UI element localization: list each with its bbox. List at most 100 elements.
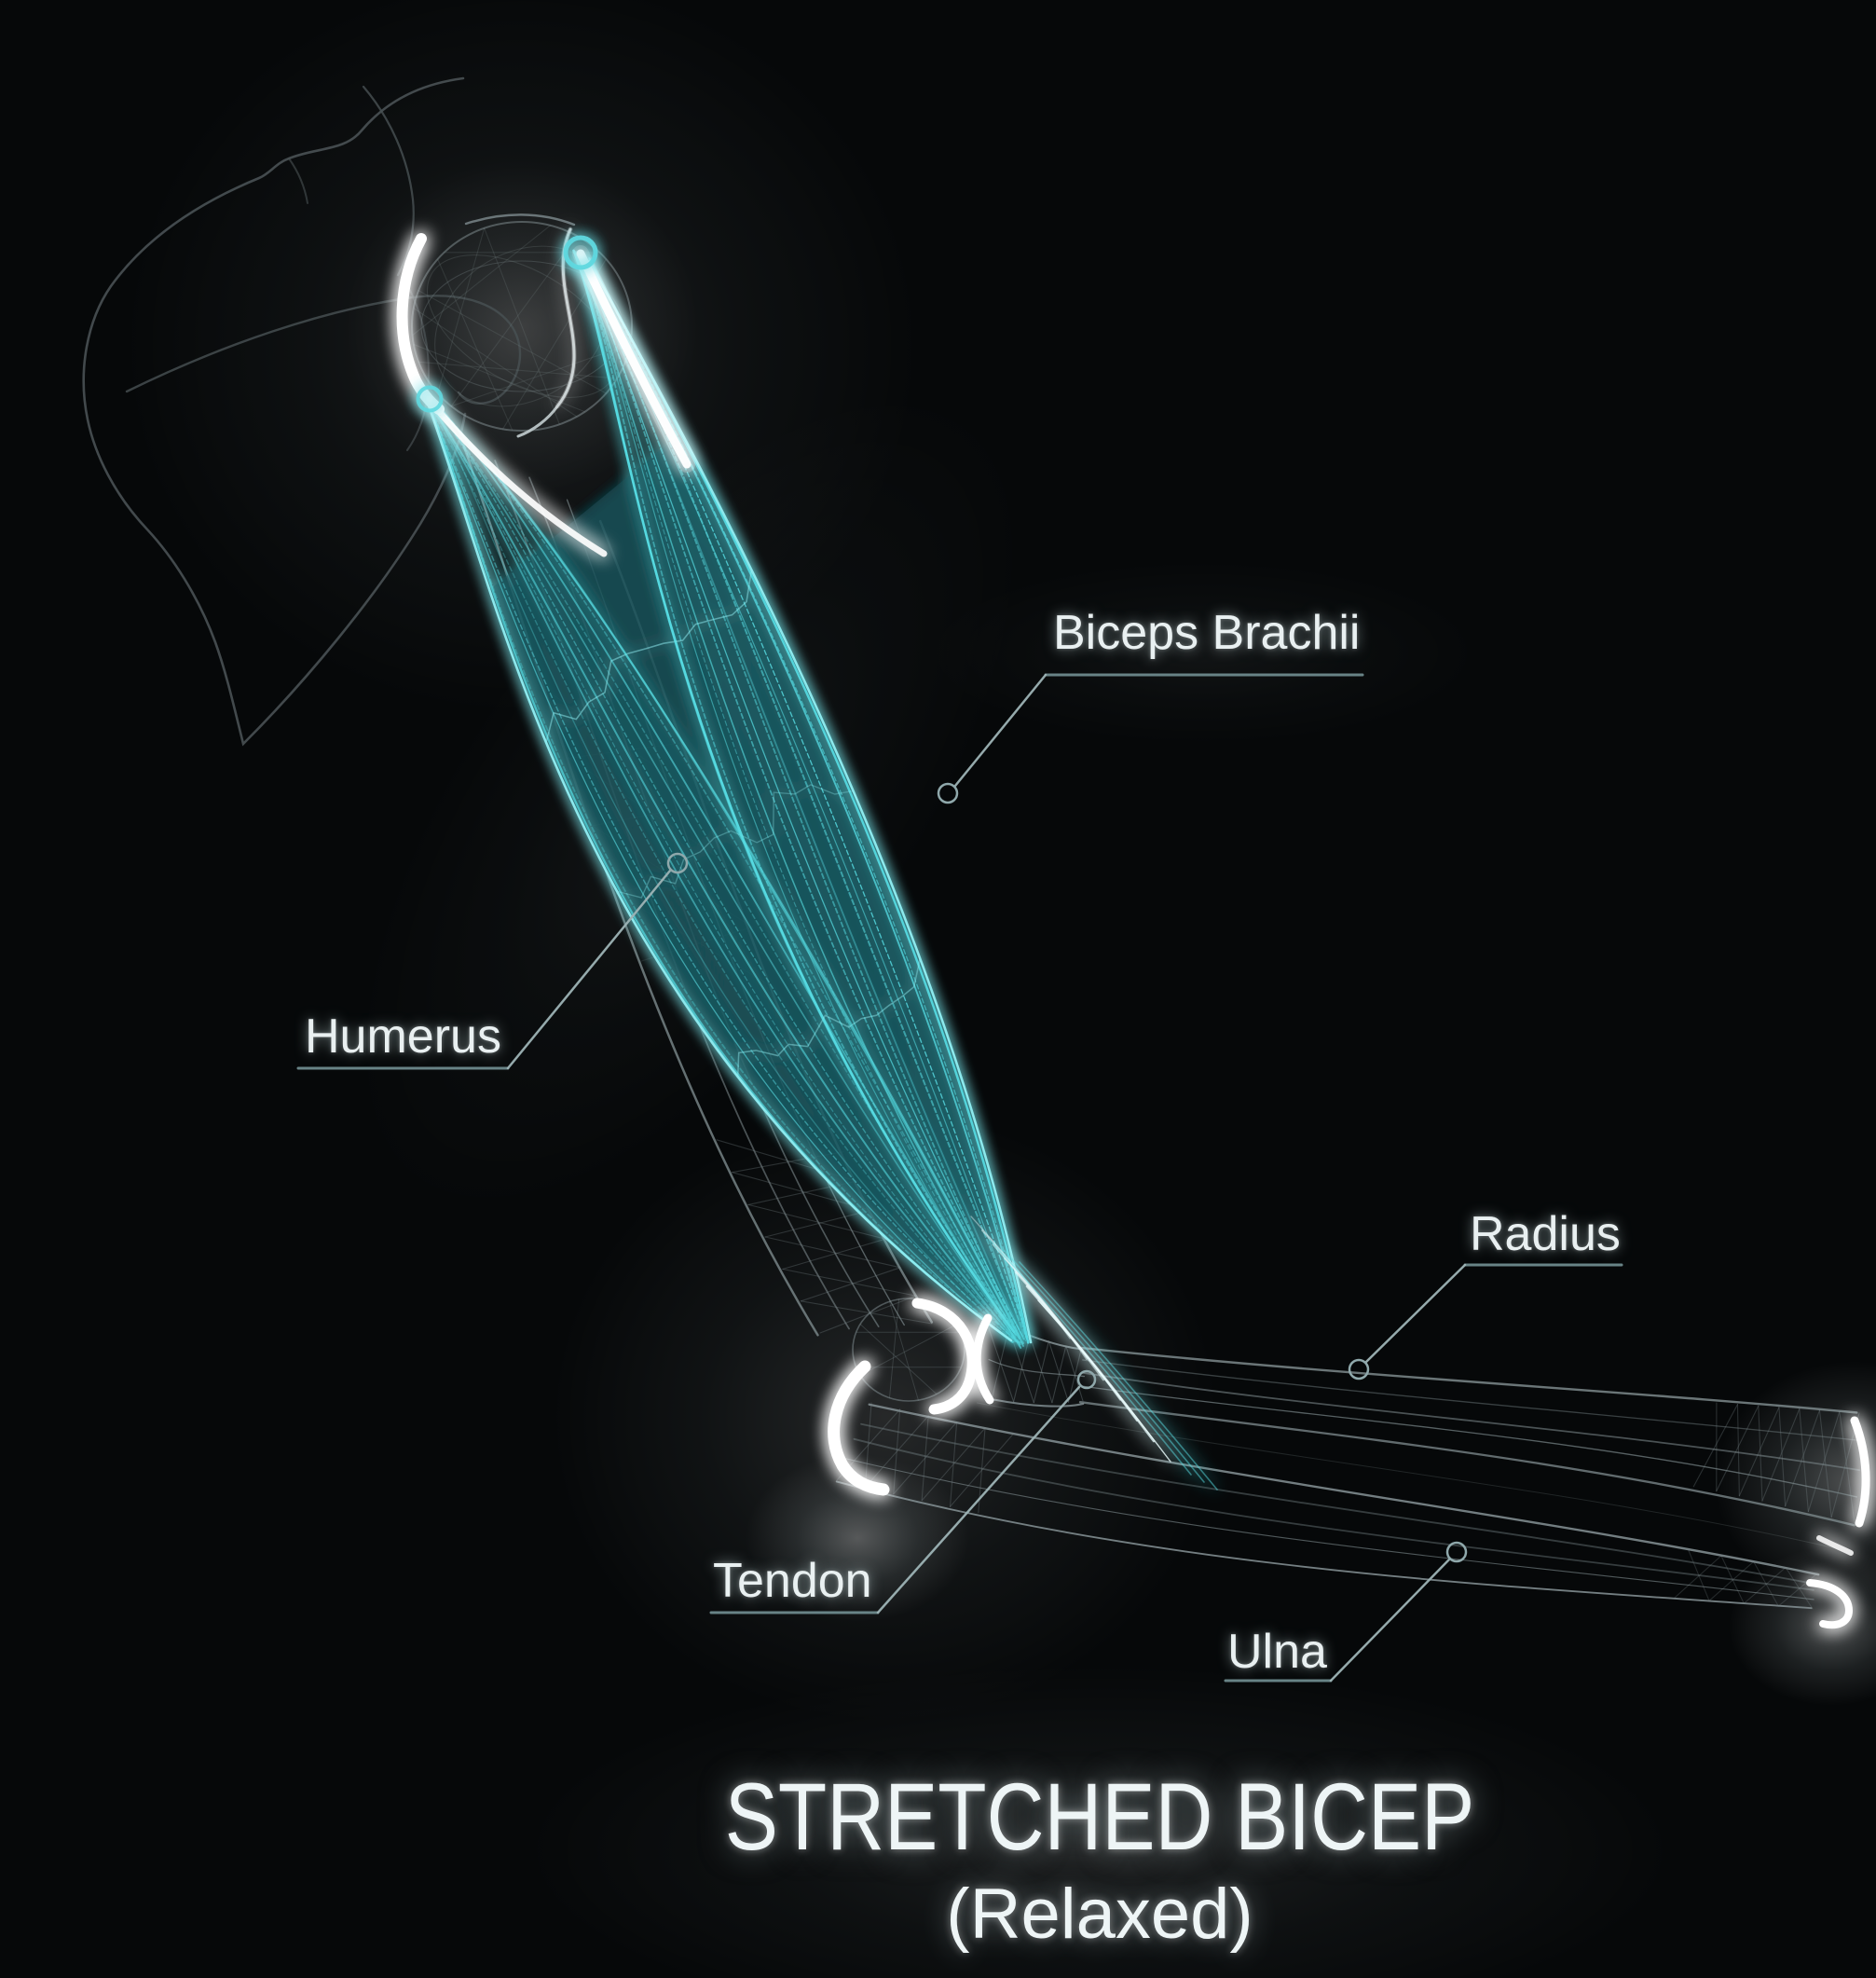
wrist-joint-line: [1816, 1535, 1854, 1556]
mesh-line: [747, 1203, 886, 1240]
radius-shaft-line: [1079, 1346, 1858, 1414]
muscle-fiber: [441, 408, 1022, 1347]
tendon-strand-cyan: [1019, 1261, 1218, 1490]
tendon-strand-cyan: [1004, 1250, 1205, 1483]
mesh-line: [949, 1433, 1014, 1507]
mesh-chord: [888, 1300, 919, 1401]
trochlea-cartilage-arc: [911, 1298, 978, 1415]
muscle-fiber: [432, 404, 1015, 1343]
glow-elbow: [550, 1109, 1221, 1724]
mesh-chord: [484, 227, 560, 425]
trochlea-ball-outline: [852, 1298, 965, 1402]
attachment-ring-long-head: [563, 235, 598, 270]
mesh-chord: [411, 225, 552, 337]
radius-shaft-line: [1081, 1385, 1858, 1498]
mesh-chord: [413, 343, 586, 413]
muscle-fiber: [577, 253, 1020, 1339]
mesh-line: [800, 1300, 933, 1325]
glow-label: [923, 559, 1482, 746]
scapula-path: [362, 85, 415, 277]
mesh-line: [782, 1268, 917, 1297]
humeral-head-outline: [411, 221, 633, 432]
biceps-muscle-fibers: [425, 249, 1033, 1349]
short-head-tendon-band: [428, 399, 608, 557]
muscle-fiber: [432, 406, 1020, 1344]
mesh-line: [1716, 1405, 1760, 1492]
mesh-line: [1743, 1567, 1787, 1604]
fascicle-seam-line: [616, 784, 855, 899]
mesh-chord: [859, 1324, 958, 1376]
mesh-line: [764, 1209, 871, 1238]
ulna-shaft-line: [842, 1457, 1814, 1600]
glenoid-cartilage-arc: [396, 233, 445, 415]
mesh-line: [1065, 1345, 1084, 1402]
muscle-fiber: [429, 402, 1014, 1340]
mesh-line: [732, 1172, 871, 1211]
muscle-edge: [442, 412, 1024, 1347]
radius-shaft-line: [1082, 1359, 1859, 1441]
muscle-fiber: [578, 253, 1019, 1334]
label-leader-lines: [296, 673, 1623, 1683]
glow-title: [522, 1664, 1677, 1978]
interosseous-line: [977, 1402, 1837, 1549]
mesh-line: [893, 1408, 901, 1495]
head-rim: [464, 213, 576, 227]
mesh-line: [864, 1402, 872, 1489]
radius-marker: [1348, 1358, 1370, 1380]
mesh-chord: [450, 343, 631, 407]
mesh-line: [864, 1415, 929, 1489]
ulna-shaft-line: [860, 1422, 1817, 1586]
tendon-strand: [1037, 1299, 1171, 1463]
muscle-edge: [425, 399, 1013, 1342]
mesh-line: [1839, 1410, 1855, 1524]
mesh-line: [1067, 1349, 1082, 1403]
mesh-chord: [413, 308, 578, 418]
muscle-fiber: [431, 406, 1017, 1342]
mesh-line: [949, 1421, 958, 1507]
mesh-line: [1753, 1560, 1779, 1607]
mesh-line: [1013, 1334, 1031, 1403]
mesh-chord: [450, 235, 578, 407]
tendon-marker: [1076, 1369, 1097, 1390]
ulna-shaft-line: [868, 1403, 1820, 1576]
fascicle-seam-line: [736, 957, 921, 1078]
attachment-ring-short-head: [416, 385, 444, 413]
biceps-marker: [937, 782, 959, 804]
mesh-line: [1033, 1340, 1049, 1404]
mesh-line: [893, 1421, 958, 1495]
ulna-leader-line: [1329, 1557, 1452, 1683]
muscle-fiber: [585, 258, 1029, 1342]
tendon-strand-cyan: [989, 1239, 1192, 1476]
glow-elbow-low: [746, 1454, 969, 1622]
mesh-ellipse: [426, 254, 618, 398]
muscle-edge: [587, 259, 1033, 1344]
mesh-line: [1736, 1404, 1740, 1497]
radius-shaft-line: [1078, 1400, 1855, 1527]
label-radius: Radius: [1470, 1207, 1621, 1261]
scapula-path: [125, 295, 522, 405]
muscle-fiber: [581, 256, 1025, 1340]
mesh-line: [1688, 1549, 1710, 1601]
biceps-leader-line: [953, 673, 1048, 788]
radius-shaft-line: [1081, 1371, 1860, 1472]
muscle-fiber: [576, 254, 1016, 1336]
mesh-line: [1738, 1407, 1780, 1497]
muscle-fiber: [441, 409, 1022, 1349]
ulna-shaft-line: [835, 1480, 1813, 1610]
mesh-line: [1758, 1405, 1763, 1502]
scapula-path: [288, 158, 308, 204]
glow-wrist-ulna: [1729, 1547, 1876, 1706]
mesh-chord: [437, 258, 514, 432]
fascicle-seam-line: [545, 569, 753, 744]
tendon-leader-line: [876, 1385, 1081, 1614]
mesh-chord: [888, 1298, 900, 1399]
label-tendon: Tendon: [713, 1554, 872, 1608]
mesh-chord: [418, 290, 607, 394]
radial-head-line: [988, 1358, 1086, 1378]
mesh-line: [921, 1427, 986, 1502]
muscle-edge: [575, 251, 1017, 1336]
radial-head-line: [993, 1398, 1085, 1408]
mesh-line: [1778, 1407, 1787, 1507]
long-head-tendon-halo: [572, 245, 695, 473]
